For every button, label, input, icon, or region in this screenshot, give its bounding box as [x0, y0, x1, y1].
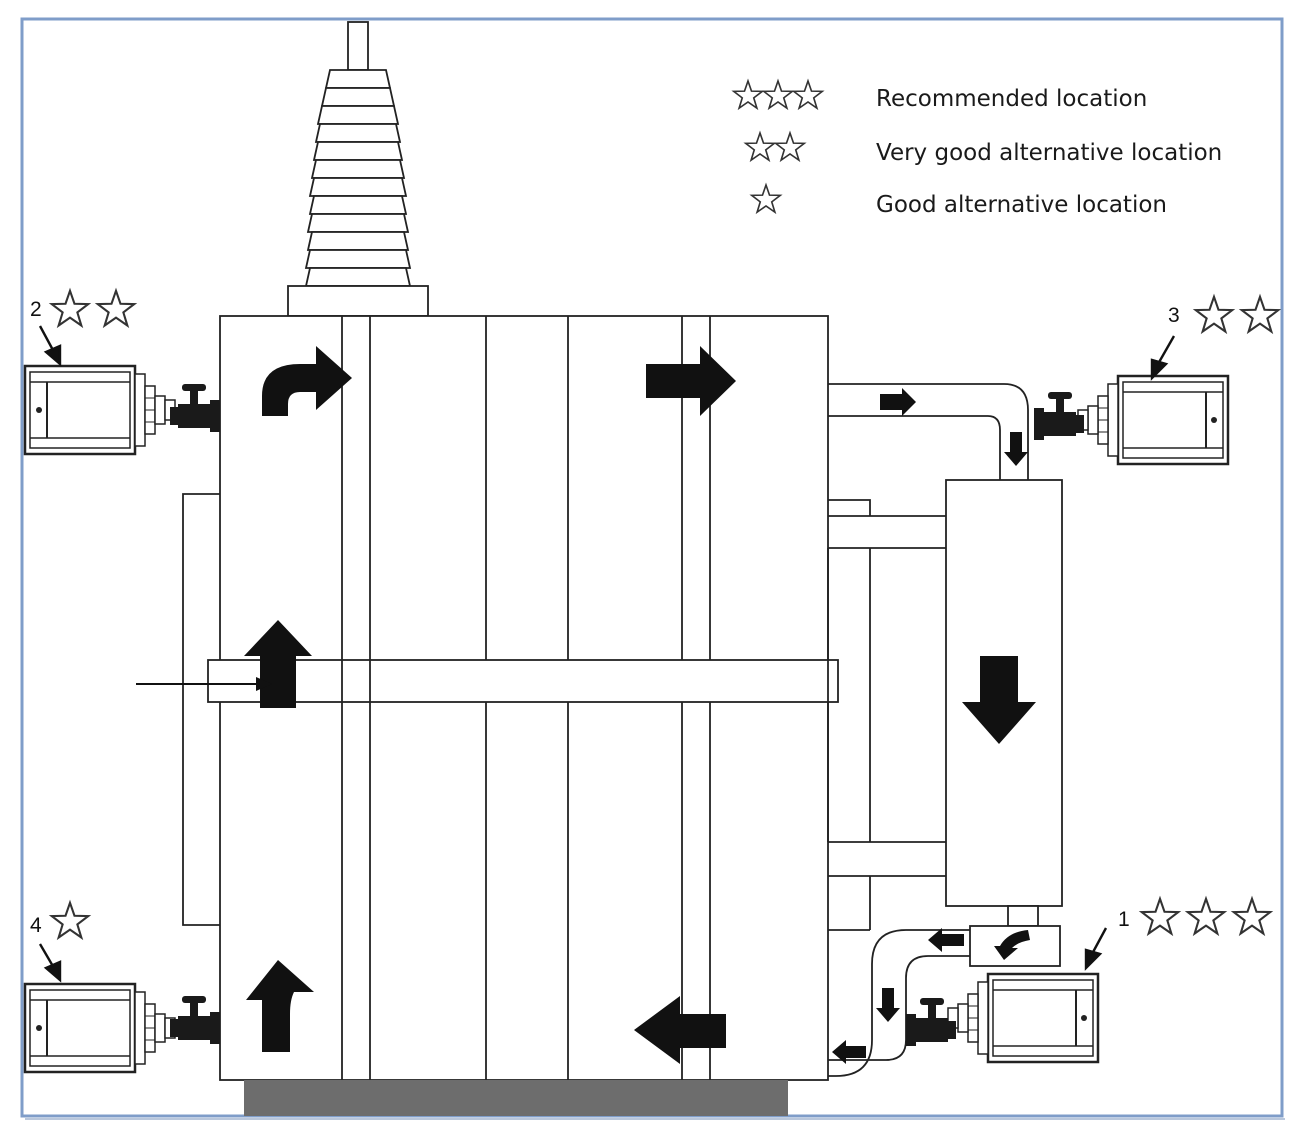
legend: Recommended location Very good alternati…: [732, 80, 1222, 218]
star-icon: [774, 132, 806, 161]
legend-label-good: Good alternative location: [876, 192, 1167, 218]
star-icon: [750, 184, 782, 213]
bushing: [287, 21, 429, 317]
star-icon: [1186, 897, 1226, 935]
location-number-4: 4: [30, 914, 42, 937]
location-number-3: 3: [1168, 304, 1180, 327]
valve-icon: [1034, 392, 1084, 440]
star-icon: [1232, 897, 1272, 935]
left-bracket: [182, 493, 220, 926]
flow-arrow-icon: [876, 988, 900, 1022]
star-icon: [744, 132, 776, 161]
flow-arrow-icon: [880, 388, 916, 416]
location-pointers: [38, 325, 1176, 983]
tank-base: [244, 1080, 788, 1116]
flow-arrow-icon: [994, 930, 1030, 960]
inlet-arrow: [136, 677, 272, 691]
star-icon: [50, 901, 90, 939]
star-icon: [1140, 897, 1180, 935]
flow-arrow-icon: [1004, 432, 1028, 466]
device-4: [23, 982, 220, 1074]
flow-arrow-icon: [928, 928, 964, 952]
location-number-2: 2: [30, 298, 42, 321]
cross-pipe: [207, 659, 839, 703]
radiator-piping: [827, 383, 1063, 1077]
star-icon: [50, 289, 90, 327]
star-icon: [96, 289, 136, 327]
flow-arrow-icon: [634, 996, 726, 1064]
star-icon: [762, 80, 794, 109]
device-3: [1034, 374, 1230, 466]
legend-stars: [732, 80, 824, 213]
flow-arrow-icon: [832, 1040, 866, 1064]
star-icon: [1240, 295, 1280, 333]
device-1: [906, 972, 1100, 1064]
flow-arrow-icon: [262, 346, 352, 416]
legend-label-recommended: Recommended location: [876, 86, 1147, 112]
star-icon: [792, 80, 824, 109]
flow-arrow-icon: [962, 656, 1036, 744]
flow-arrow-icon: [646, 346, 736, 416]
location-number-1: 1: [1118, 908, 1130, 931]
flow-arrow-icon: [246, 960, 314, 1052]
star-icon: [732, 80, 764, 109]
valve-icon: [170, 384, 220, 432]
star-icon: [1194, 295, 1234, 333]
legend-label-very-good: Very good alternative location: [876, 140, 1222, 166]
valve-icon: [906, 998, 956, 1046]
valve-icon: [170, 996, 220, 1044]
device-2: [23, 364, 220, 456]
